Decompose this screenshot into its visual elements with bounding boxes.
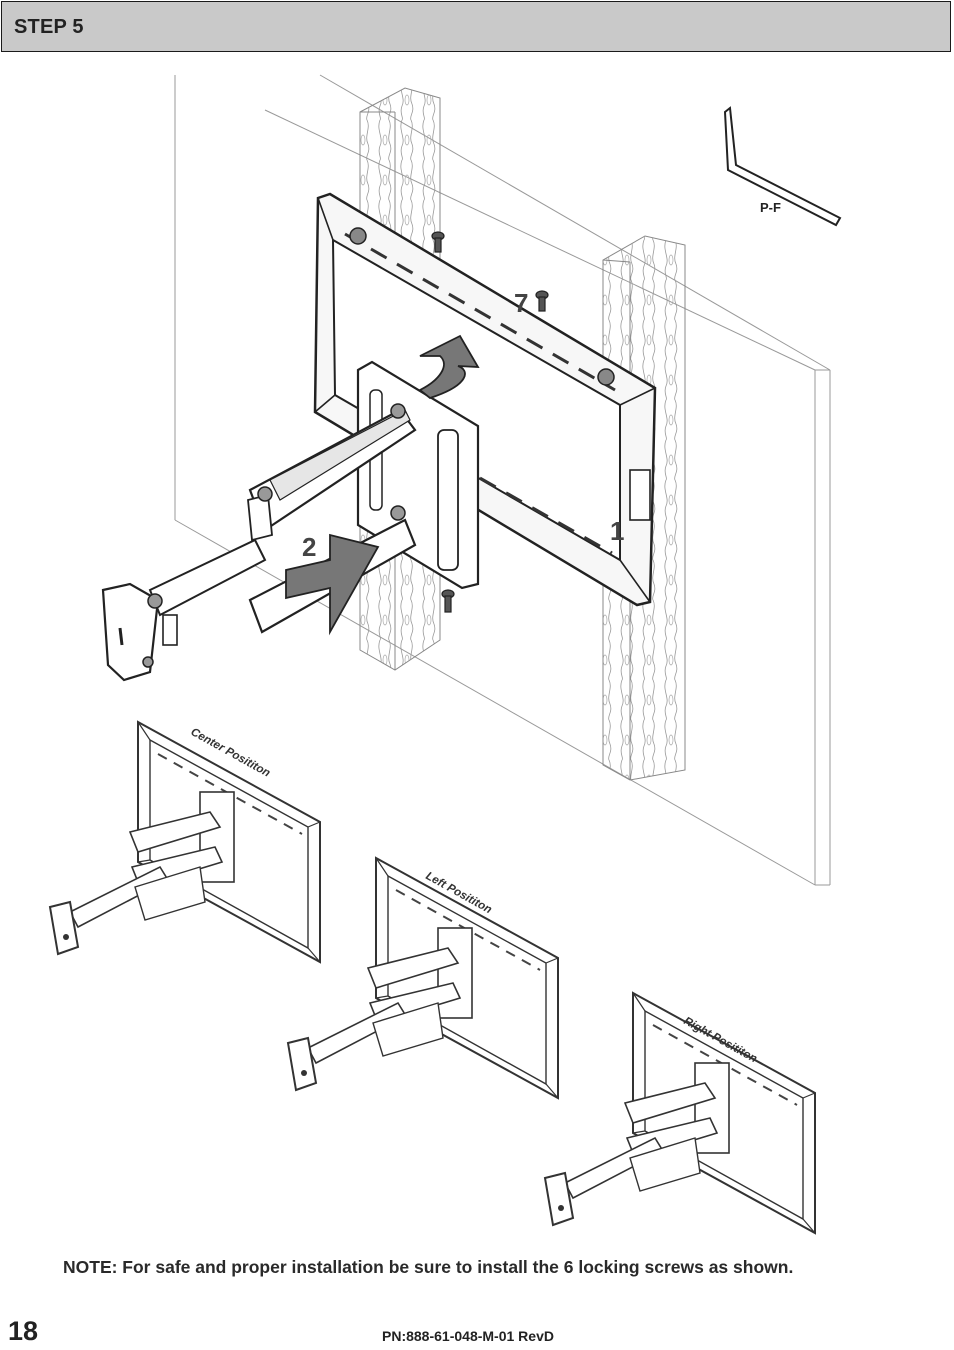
left-position-diagram: Left Posititon <box>287 857 559 1099</box>
installation-note: NOTE: For safe and proper installation b… <box>63 1257 794 1277</box>
step-header: STEP 5 <box>1 1 951 52</box>
tool-label: P-F <box>760 200 781 215</box>
part-number: PN:888-61-048-M-01 RevD <box>382 1328 554 1344</box>
callout-screw: 7 <box>514 288 528 318</box>
page-number: 18 <box>8 1316 39 1346</box>
arrow-slide-in-icon <box>285 533 380 636</box>
step-title: STEP 5 <box>14 16 84 38</box>
tv-bracket <box>313 192 657 607</box>
locking-screw-icon <box>431 231 549 613</box>
right-position-diagram: Right Posititon <box>544 992 816 1234</box>
center-position-diagram: Center Posititon <box>49 721 321 963</box>
arrow-attach-up-icon <box>418 334 480 400</box>
hex-key-icon <box>723 106 842 227</box>
callout-arm: 2 <box>302 532 316 562</box>
callout-bracket: 1 <box>610 516 624 546</box>
